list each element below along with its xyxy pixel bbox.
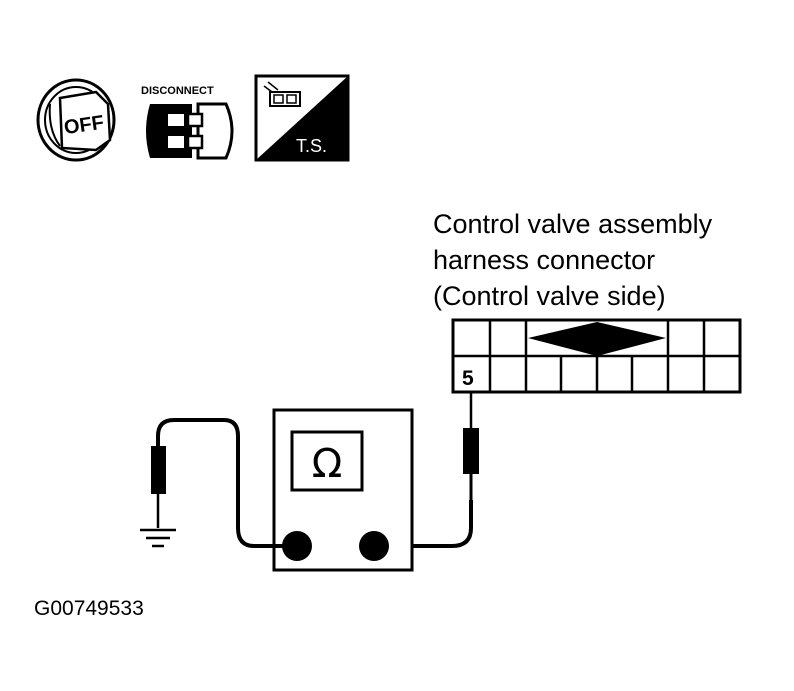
ground-probe bbox=[151, 446, 166, 528]
ohm-symbol: Ω bbox=[312, 441, 343, 487]
negative-lead-wire bbox=[156, 418, 297, 548]
connector-title-line-3: (Control valve side) bbox=[433, 281, 666, 311]
connector-title-line-2: harness connector bbox=[433, 245, 655, 275]
ground-symbol-icon bbox=[140, 528, 176, 548]
ts-connector-icon: T.S. bbox=[254, 74, 350, 162]
connector-lock-tab bbox=[528, 322, 666, 356]
positive-terminal bbox=[359, 531, 389, 561]
connector-title-line-1: Control valve assembly bbox=[433, 209, 713, 239]
disconnect-label: DISCONNECT bbox=[141, 85, 214, 97]
positive-probe bbox=[463, 392, 479, 500]
harness-connector: 5 bbox=[451, 318, 742, 394]
ts-label: T.S. bbox=[296, 136, 327, 156]
figure-code: G00749533 bbox=[34, 597, 144, 620]
ohmmeter: Ω bbox=[272, 408, 414, 572]
ignition-off-icon: OFF bbox=[36, 78, 116, 162]
disconnect-icon: DISCONNECT bbox=[141, 85, 234, 160]
positive-lead-wire bbox=[374, 500, 473, 548]
pin-5-label: 5 bbox=[462, 367, 474, 390]
